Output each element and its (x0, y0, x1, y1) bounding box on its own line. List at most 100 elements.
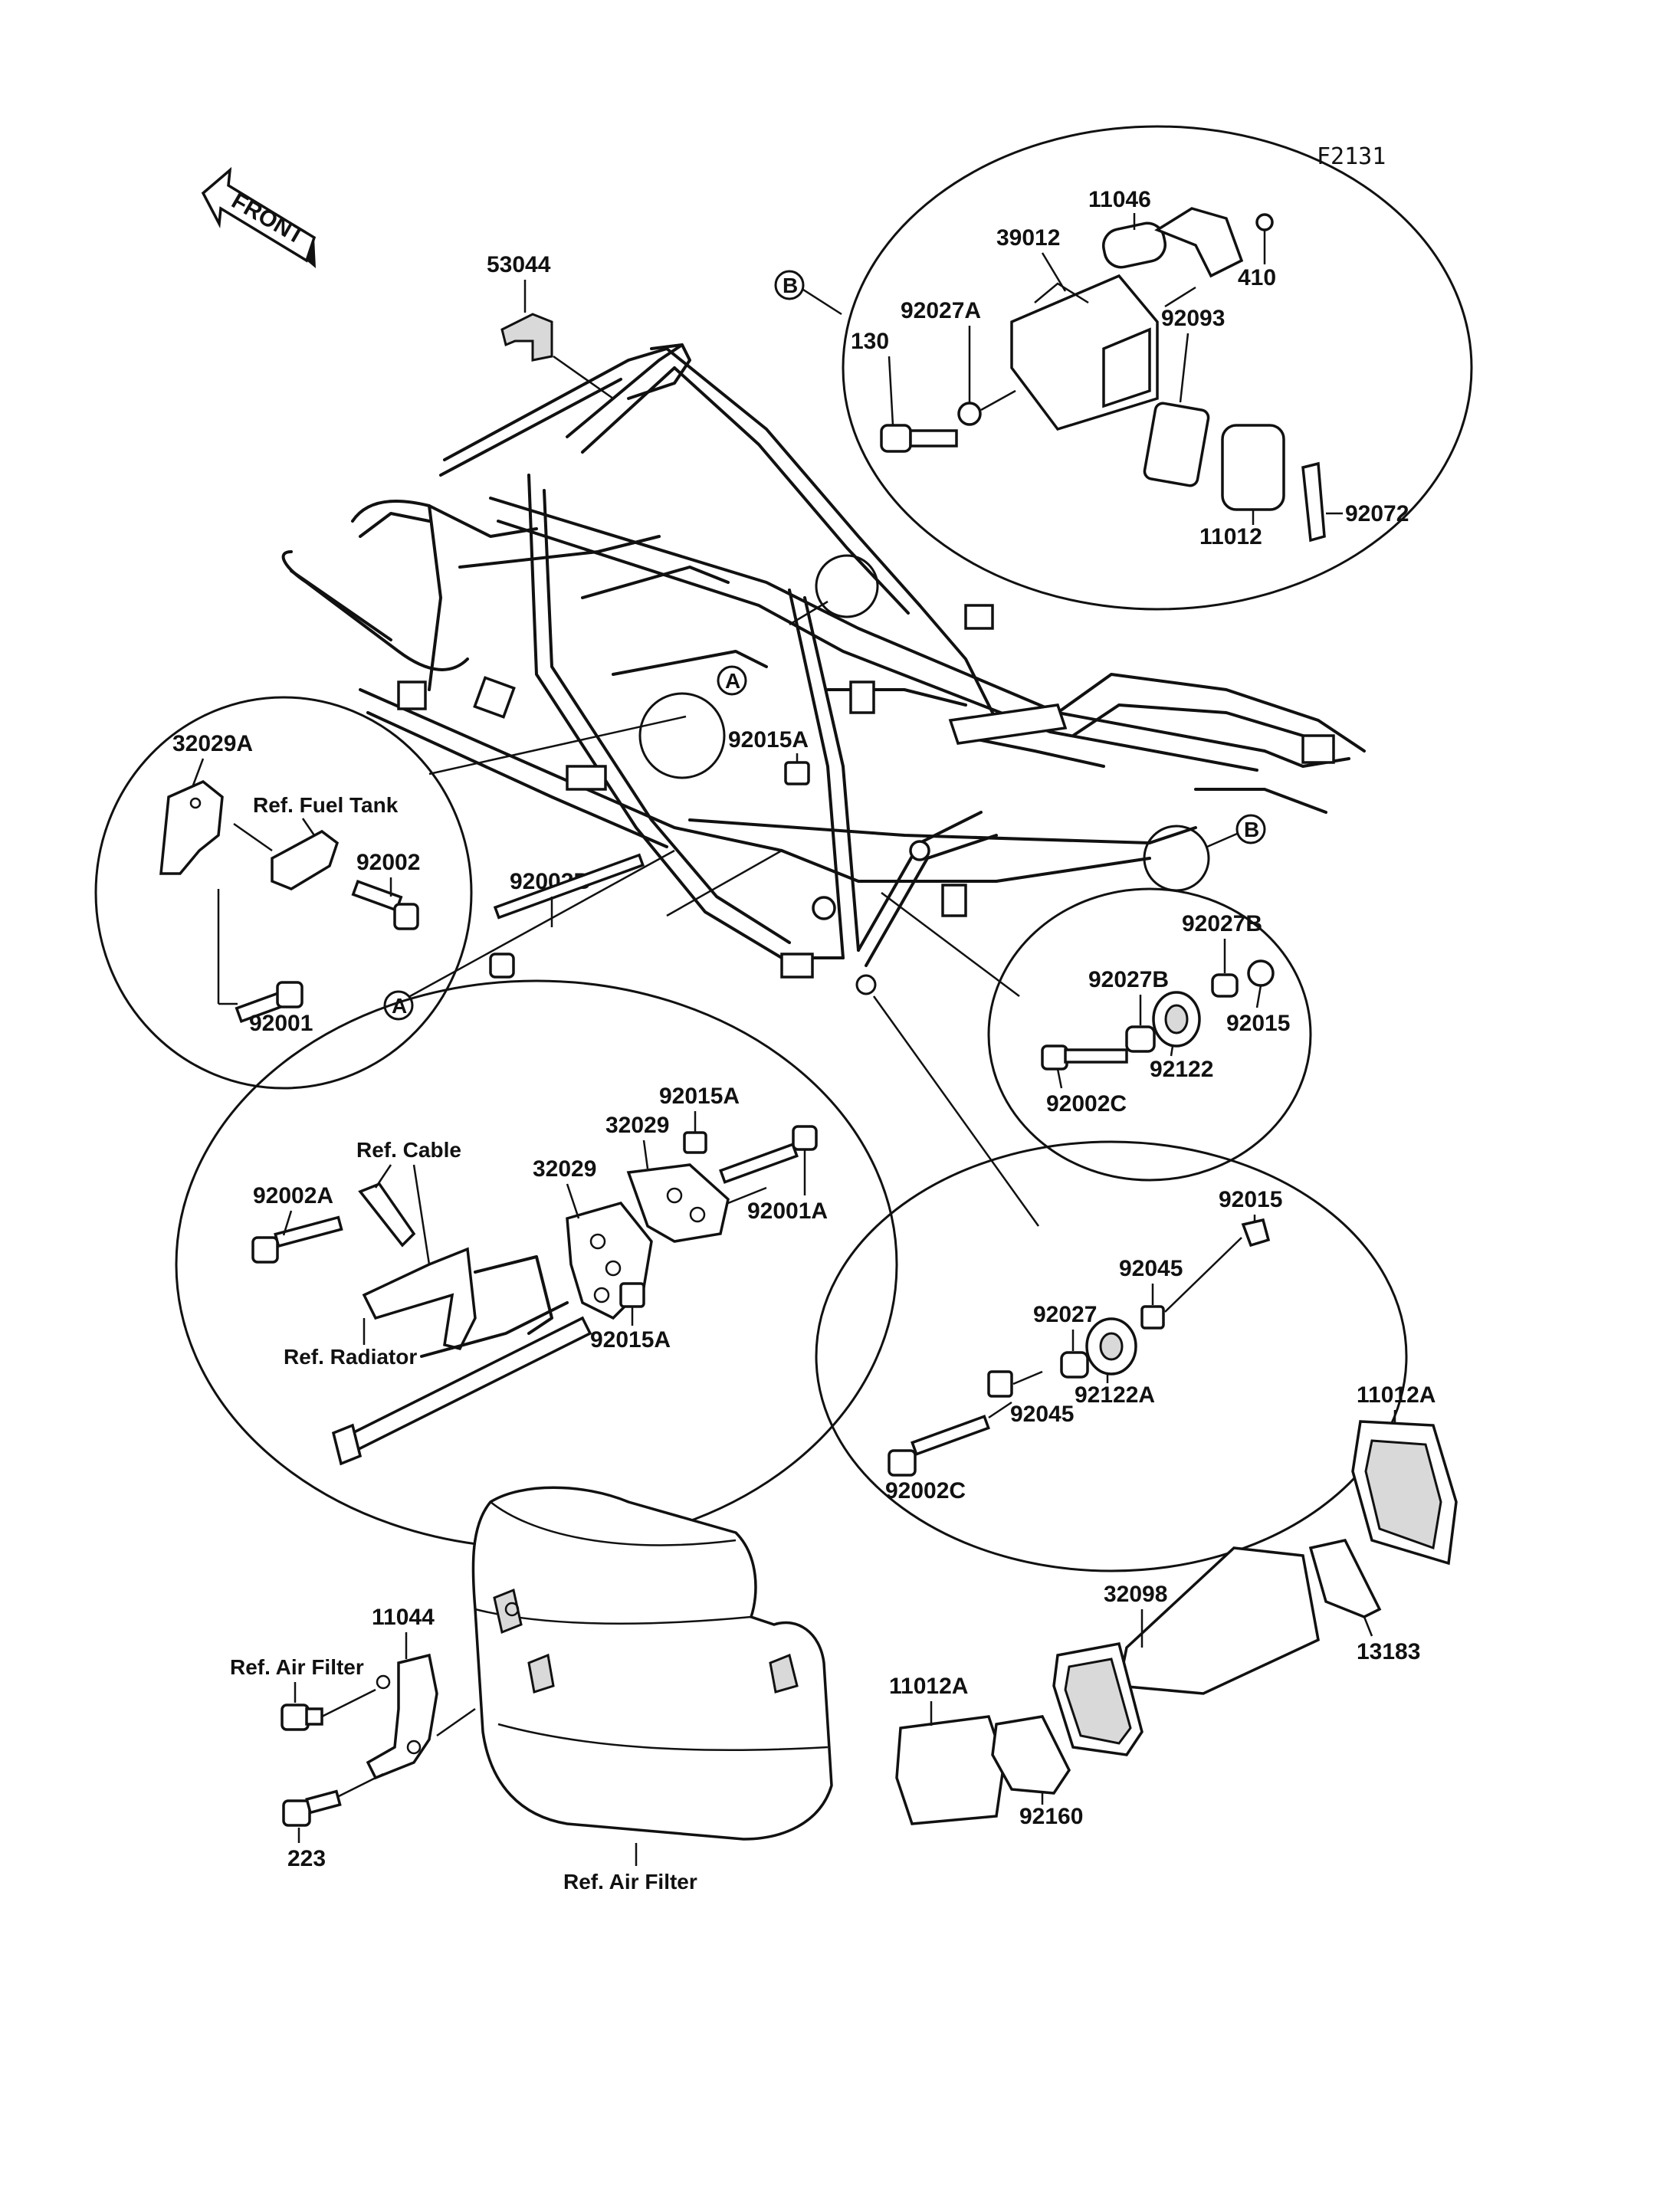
part-92072-clamp (1301, 461, 1326, 543)
label-11046: 11046 (1088, 187, 1151, 212)
callout-b-circle-frame (1235, 814, 1266, 844)
label-410: 410 (1238, 265, 1276, 290)
part-92027-collar (1060, 1351, 1089, 1379)
part-130-bolt (880, 424, 958, 453)
part-223-bolt (282, 1789, 342, 1827)
part-92001-bolt (235, 981, 304, 1023)
part-92015A-nut-frame (784, 761, 810, 785)
label-92001A: 92001A (747, 1199, 828, 1224)
part-92002C-bolt-a (1041, 1044, 1128, 1071)
part-32029-plate-a (626, 1163, 730, 1243)
part-53044 (500, 313, 553, 362)
callout-b-letter: B (783, 274, 798, 297)
label-130: 130 (851, 329, 889, 354)
callout-b-letter-frame: B (1244, 818, 1259, 841)
label-92027: 92027 (1033, 1302, 1097, 1327)
label-92015A-bottom: 92015A (590, 1327, 671, 1353)
callout-a-circle-frame (717, 665, 747, 696)
label-32029-mid: 32029 (533, 1156, 596, 1182)
part-11046 (1102, 207, 1244, 278)
label-92002: 92002 (356, 850, 420, 875)
part-92027A-washer (957, 402, 982, 426)
label-11012A-bottom: 11012A (889, 1674, 968, 1699)
part-92045-nut-a (1140, 1305, 1165, 1330)
callout-a-letter: A (392, 994, 407, 1018)
part-11012A-filter-a (1351, 1420, 1458, 1566)
part-92001A-bolt (719, 1125, 818, 1184)
label-92001: 92001 (249, 1011, 313, 1036)
label-53044: 53044 (487, 252, 551, 277)
callout-a-ellipse (175, 979, 898, 1549)
part-92002-bolt (351, 880, 419, 930)
part-92002C-bolt-b (888, 1415, 990, 1477)
part-92015A-nut-b (619, 1282, 645, 1308)
label-ref-radiator: Ref. Radiator (284, 1345, 417, 1369)
figure-code: F2131 (1317, 143, 1386, 170)
label-32029A: 32029A (172, 731, 253, 756)
part-92027B-collar-b (1125, 1025, 1156, 1053)
part-92015A-nut-a (683, 1131, 707, 1154)
part-13183-gasket (1308, 1538, 1382, 1618)
label-92002C-lower: 92002C (885, 1478, 966, 1503)
atv-frame (281, 343, 1366, 979)
label-92027B-right: 92027B (1182, 911, 1262, 936)
part-32098-duct (1052, 1546, 1320, 1756)
callout-fuel-tank-ellipse (94, 696, 473, 1090)
callout-92122A-ellipse (815, 1140, 1408, 1572)
label-39012: 39012 (996, 225, 1060, 251)
label-11012A-top: 11012A (1357, 1382, 1436, 1408)
label-92072: 92072 (1345, 501, 1409, 526)
label-11012: 11012 (1199, 524, 1262, 549)
part-410-washer (1255, 213, 1274, 231)
callout-a-letter-frame: A (725, 669, 740, 693)
label-ref-air-filter-bottom: Ref. Air Filter (563, 1870, 697, 1894)
label-13183: 13183 (1357, 1639, 1420, 1664)
part-92045-nut-b (987, 1370, 1013, 1398)
label-92002A: 92002A (253, 1183, 333, 1208)
label-92045-bottom: 92045 (1010, 1402, 1074, 1427)
label-ref-air-filter-left: Ref. Air Filter (230, 1655, 364, 1679)
part-92015-nut-a (1247, 959, 1275, 987)
label-92002C-right: 92002C (1046, 1091, 1127, 1117)
part-92002B-bolt (489, 853, 645, 979)
label-ref-cable: Ref. Cable (356, 1138, 461, 1162)
front-arrow-icon: FRONT (201, 166, 317, 268)
label-92045-top: 92045 (1119, 1256, 1183, 1281)
label-92015-lower: 92015 (1219, 1187, 1282, 1212)
frame-mount-circle-low (855, 974, 877, 995)
label-92093: 92093 (1161, 306, 1225, 331)
label-92015A-frame: 92015A (728, 727, 809, 753)
label-92027B-left: 92027B (1088, 967, 1169, 992)
part-92160-gasket (991, 1715, 1071, 1795)
label-92015A-top: 92015A (659, 1084, 740, 1109)
part-11012-filter (1221, 424, 1285, 511)
part-ref-air-filter-bolt (281, 1703, 323, 1731)
part-ref-radiator-bracket (331, 1247, 592, 1466)
part-ref-cable-clip (358, 1182, 416, 1248)
part-92027B-collar-a (1211, 973, 1239, 998)
label-92122: 92122 (1150, 1057, 1213, 1082)
label-92160: 92160 (1019, 1804, 1083, 1829)
frame-mount-circle-b2 (1143, 825, 1210, 892)
ref-air-filter-box (471, 1486, 833, 1841)
frame-mount-circle-b1 (815, 554, 879, 618)
label-11044: 11044 (372, 1605, 435, 1630)
part-11012A-filter-b (895, 1715, 1006, 1825)
callout-92122-ellipse (987, 887, 1312, 1182)
label-ref-fuel-tank: Ref. Fuel Tank (253, 793, 399, 817)
callout-b-circle (774, 270, 805, 300)
frame-mount-circle-a (638, 692, 726, 779)
label-92027A: 92027A (901, 298, 981, 323)
part-32029A-bracket (159, 779, 224, 875)
label-32098: 32098 (1104, 1582, 1167, 1607)
part-ref-fuel-tank-tab (271, 829, 340, 890)
part-39012 (1010, 274, 1159, 431)
callout-b-ellipse (842, 125, 1473, 611)
part-11044-bracket (366, 1653, 438, 1780)
label-92122A: 92122A (1075, 1382, 1155, 1408)
callout-a-circle (383, 990, 414, 1021)
part-92093-gasket (1143, 402, 1210, 487)
label-92015-right: 92015 (1226, 1011, 1290, 1036)
label-32029-top: 32029 (605, 1113, 669, 1138)
